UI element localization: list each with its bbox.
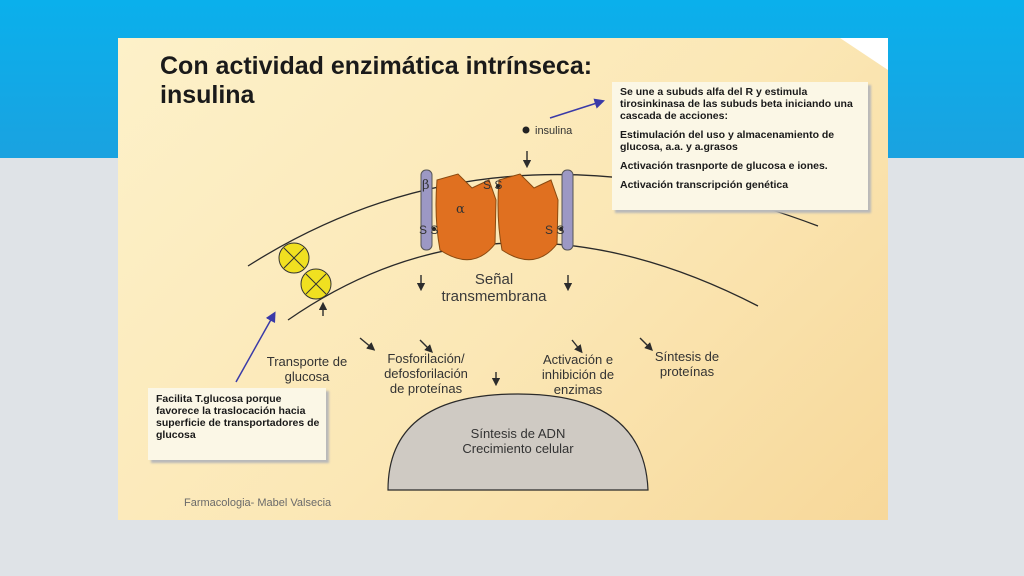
beta-subunit-right: [561, 169, 574, 251]
signal-label: Señal transmembrana: [434, 271, 554, 305]
info-text: Estimulación del uso y almacenamiento de…: [620, 129, 835, 153]
label-line: de proteínas: [389, 381, 463, 396]
page-corner-fold: [840, 38, 888, 70]
ss-label-left: S S: [419, 223, 439, 237]
slide: Con actividad enzimática intrínseca: ins…: [118, 38, 888, 520]
nucleus-label: Síntesis de ADN Crecimiento celular: [423, 426, 613, 456]
title-line-2: insulina: [160, 81, 255, 109]
info-text: Activación transcripción genética: [620, 179, 789, 191]
ss-label-right: S S: [545, 223, 565, 237]
label-line: Síntesis de: [654, 349, 720, 364]
label-line: Activación e: [542, 352, 614, 367]
alpha-subunit-left: [435, 173, 497, 261]
label-transporte-glucosa: Transporte de glucosa: [254, 354, 360, 384]
slide-title: Con actividad enzimática intrínseca: ins…: [160, 52, 592, 110]
nucleus: [387, 393, 649, 491]
title-line-1: Con actividad enzimática intrínseca:: [160, 52, 593, 80]
beta-subunit-left: [420, 169, 433, 251]
alpha-subunit-right: [497, 173, 559, 261]
info-text: Se une a subuds alfa del R y estimula ti…: [620, 86, 853, 122]
pointer-arrow-glucose: [235, 311, 276, 383]
label-line: Fosforilación/: [387, 351, 465, 366]
label-line: Transporte de: [266, 354, 348, 369]
pointer-arrow-info: [549, 98, 606, 119]
beta-symbol: β: [422, 178, 430, 193]
info-text: Activación trasnporte de glucosa e iones…: [620, 160, 828, 172]
glucose-transporter: [278, 242, 310, 274]
info-box: Se une a subuds alfa del R y estimula ti…: [612, 82, 868, 210]
label-line: proteínas: [659, 364, 715, 379]
label-activacion-enzimas: Activación e inhibición de enzimas: [524, 352, 632, 397]
label-fosforilacion: Fosforilación/ defosforilación de proteí…: [371, 351, 481, 396]
insulin-label: insulina: [535, 125, 573, 137]
label-line: glucosa: [284, 369, 330, 384]
insulin-molecule: [522, 126, 530, 134]
label-line: defosforilación: [384, 366, 468, 381]
nucleus-line-2: Crecimiento celular: [462, 441, 574, 456]
glucose-transporter: [300, 268, 332, 300]
label-line: enzimas: [553, 382, 603, 397]
nucleus-line-1: Síntesis de ADN: [470, 426, 566, 441]
footer-credit: Farmacologia- Mabel Valsecia: [184, 497, 332, 509]
signal-line-2: transmembrana: [441, 288, 547, 305]
label-sintesis-proteinas: Síntesis de proteínas: [642, 349, 732, 379]
glucose-facilitation-box: Facilita T.glucosa porque favorece la tr…: [148, 388, 326, 460]
ss-label-top: S S: [483, 178, 503, 192]
insulin-receptor-diagram: [235, 98, 819, 491]
signal-line-1: Señal: [474, 271, 514, 288]
alpha-symbol: α: [456, 202, 465, 217]
label-line: inhibición de: [541, 367, 615, 382]
